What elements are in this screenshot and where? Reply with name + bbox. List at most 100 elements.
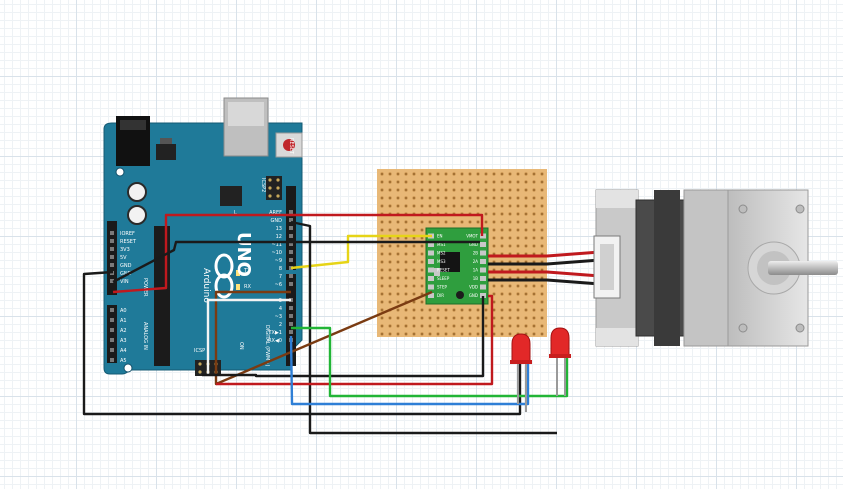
driver-pin-label: MS3 — [437, 259, 446, 264]
digital-pin — [289, 242, 293, 246]
wire-red-bottom — [216, 294, 494, 386]
digital-pin-label: 12 — [276, 234, 282, 240]
driver-pin-label: 2A — [473, 259, 479, 264]
power-pin-label: RESET — [120, 239, 137, 245]
analog-pin — [110, 348, 114, 352]
digital-pin-label: 13 — [276, 226, 282, 232]
driver-pin-label: MS2 — [437, 251, 446, 256]
svg-text:ICSP: ICSP — [194, 348, 205, 354]
wire-brown — [214, 290, 433, 386]
atmega-chip — [154, 226, 170, 366]
digital-pin-label: GND — [271, 218, 283, 224]
driver-pin-label: RESET — [437, 268, 450, 273]
wires — [82, 213, 601, 435]
digital-pin-label: 8 — [279, 266, 282, 272]
analog-pin-label: A5 — [120, 358, 127, 364]
power-pin — [110, 239, 114, 243]
analog-pin-label: A0 — [120, 308, 127, 314]
digital-pin-label: 4 — [279, 306, 282, 312]
driver-pin-label: VDD — [469, 285, 478, 290]
wire-yellow — [290, 234, 432, 270]
driver-pin-label: GND — [469, 293, 478, 298]
analog-pin — [110, 318, 114, 322]
driver-pin-label: DIR — [437, 293, 444, 298]
driver-pin-label: SLEEP — [437, 276, 450, 281]
digital-pin-label: 2 — [279, 322, 282, 328]
power-pin — [110, 231, 114, 235]
arduino-logo: Arduino UNO — [201, 232, 254, 303]
svg-text:POWER: POWER — [142, 278, 148, 297]
driver-pin-label: 2B — [473, 251, 479, 256]
driver-pin-label: STEP — [437, 285, 448, 290]
svg-text:ANALOG IN: ANALOG IN — [142, 322, 148, 350]
wire-white — [206, 298, 291, 375]
svg-text:L: L — [234, 210, 237, 216]
analog-pin — [110, 338, 114, 342]
wire-black-gnd — [290, 220, 557, 435]
motor-shaft — [768, 261, 838, 275]
digital-pin-label: AREF — [269, 210, 282, 216]
wire-blue — [289, 335, 530, 406]
analog-header — [107, 305, 117, 363]
wire-black-top — [112, 240, 480, 284]
driver-pin — [428, 293, 434, 298]
digital-pin-label: ~11 — [271, 242, 282, 248]
digital-pin — [289, 234, 293, 238]
wire-red-top — [112, 213, 484, 294]
reset-label: RESET — [288, 138, 294, 155]
svg-text:RX: RX — [244, 284, 251, 290]
driver-right-pins: VMOT GND 2B 2A 1A 1B VDD GND — [466, 233, 486, 298]
analog-pin-label: A2 — [120, 328, 127, 334]
digital-pin-label: 7 — [279, 274, 282, 280]
driver-pin — [428, 259, 434, 264]
power-pin-label: GND — [120, 263, 132, 269]
analog-pin-label: A4 — [120, 348, 127, 354]
power-pin — [110, 279, 114, 283]
driver-pin-label: MS1 — [437, 242, 446, 247]
digital-pin — [289, 210, 293, 214]
driver-pin — [480, 284, 486, 290]
digital-pin-label: ~9 — [275, 258, 282, 264]
power-pin-label: VIN — [120, 279, 129, 285]
digital-pin — [289, 218, 293, 222]
driver-pin-label: 1B — [473, 276, 479, 281]
digital-pin — [289, 330, 293, 334]
digital-pin — [289, 226, 293, 230]
digital-pin-label: ~6 — [275, 282, 282, 288]
driver-pin — [428, 242, 434, 247]
driver-pin-label: GND — [469, 242, 478, 247]
capacitor — [127, 182, 147, 202]
digital-pin-label: ~3 — [275, 314, 282, 320]
icsp2-header: ICSP2 — [260, 176, 282, 200]
driver-pin-label: 1A — [473, 268, 479, 273]
arduino-uno-board: RESET ICSP2 TX RX L Arduino UNO ON — [103, 97, 303, 376]
power-pin-label: 5V — [120, 255, 127, 261]
driver-pin — [428, 276, 434, 281]
digital-pin — [289, 282, 293, 286]
digital-pin — [289, 314, 293, 318]
power-pin — [110, 247, 114, 251]
wire-green — [291, 326, 569, 398]
driver-pin — [480, 259, 486, 264]
power-pin-label: 3V3 — [120, 247, 130, 253]
svg-text:Arduino: Arduino — [201, 268, 211, 303]
digital-pin — [289, 250, 293, 254]
motor-wire-black-2 — [488, 278, 601, 286]
analog-pin-label: A3 — [120, 338, 127, 344]
driver-pin — [480, 267, 486, 273]
driver-pin-label: VMOT — [466, 234, 478, 239]
power-pin — [110, 255, 114, 259]
digital-pin — [289, 274, 293, 278]
motor-wire-red-2 — [488, 270, 601, 278]
digital-pin — [289, 258, 293, 262]
digital-pin — [289, 306, 293, 310]
driver-pin — [480, 242, 486, 247]
driver-pin — [480, 276, 486, 281]
capacitor — [127, 205, 147, 225]
analog-pin — [110, 308, 114, 312]
digital-pin-label: ~10 — [271, 250, 282, 256]
digital-pin — [289, 322, 293, 326]
